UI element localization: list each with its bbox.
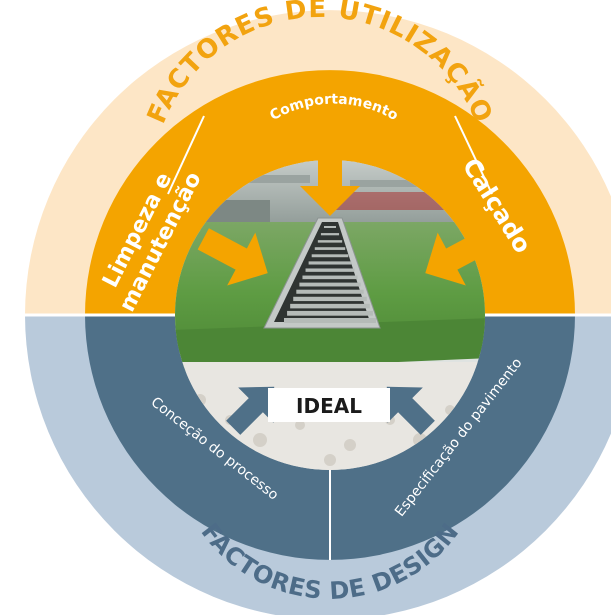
drain-slot <box>308 261 352 265</box>
drain-slot <box>302 275 358 280</box>
arrow-icon <box>425 228 496 286</box>
drain-slot <box>305 268 355 272</box>
arrow-icon <box>300 142 360 216</box>
drain-slot <box>284 318 376 323</box>
floor-drain-icon <box>263 217 381 329</box>
ideal-label-box <box>268 388 390 422</box>
drain-slot <box>296 289 364 294</box>
drain-slot <box>311 254 349 258</box>
drain-slot <box>293 296 367 302</box>
drain-slot <box>324 226 336 228</box>
drain-slot <box>320 233 340 236</box>
drain-slot <box>299 282 361 287</box>
drain-slot <box>290 303 370 309</box>
arrow-icon <box>197 228 268 286</box>
drain-slot <box>287 310 373 316</box>
arrow-icon <box>226 386 275 435</box>
arrow-icon <box>386 386 435 435</box>
drain-slot <box>317 240 343 243</box>
drain-slot <box>314 247 346 250</box>
ideal-label: IDEAL <box>296 394 362 418</box>
